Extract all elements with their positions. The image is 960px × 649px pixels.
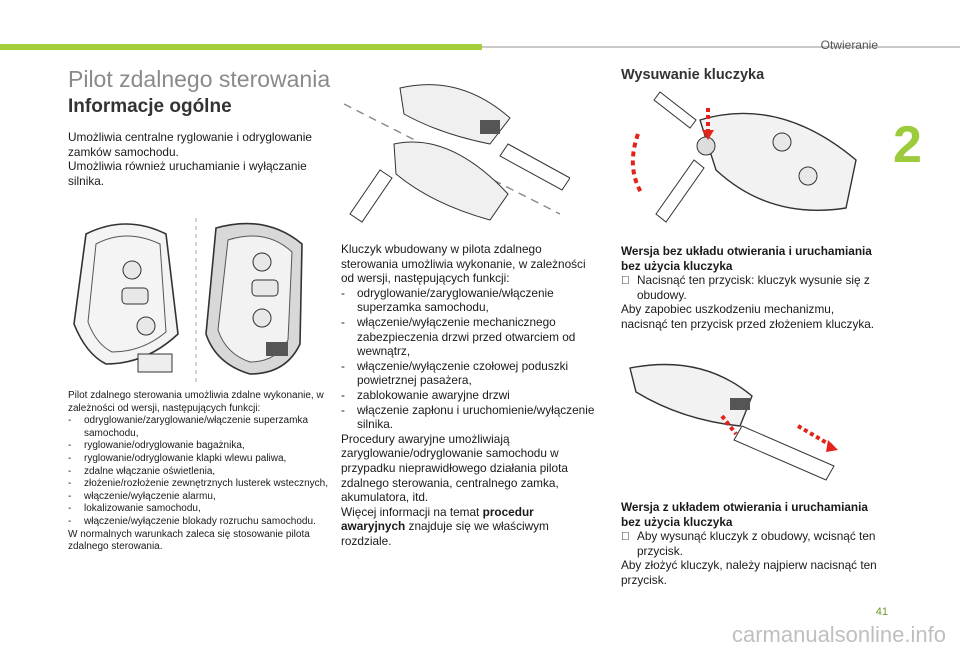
page-number: 41: [875, 606, 888, 618]
version-1-text: Wersja bez układu otwierania i uruchamia…: [621, 244, 879, 332]
version-2-heading: Wersja z układem otwierania i uruchamian…: [621, 500, 868, 529]
remote-body-icon: [629, 363, 753, 427]
key-extraction-illustration: [343, 84, 570, 223]
remote-bottom-icon: [349, 141, 509, 223]
key-release-v2-illustration: [629, 363, 838, 481]
list-item: zablokowanie awaryjne drzwi: [341, 388, 601, 403]
flip-key-remote-icon: [73, 223, 179, 373]
list-item: włączenie/wyłączenie mechanicznego zabez…: [341, 315, 601, 359]
key-blade-icon: [349, 169, 393, 223]
rotation-arrow-icon: [630, 133, 644, 196]
key-functions-intro: Kluczyk wbudowany w pilota zdalnego ster…: [341, 242, 586, 286]
section-name: Otwieranie: [820, 38, 878, 52]
section-title-key-release: Wysuwanie kluczyka: [621, 67, 765, 83]
list-item: Nacisnąć ten przycisk: kluczyk wysunie s…: [621, 273, 870, 302]
caption-intro: Pilot zdalnego sterowania umożliwia zdal…: [68, 390, 324, 414]
list-item: włączenie/wyłączenie blokady rozruchu sa…: [68, 516, 330, 529]
version-2-note: Aby złożyć kluczyk, należy najpierw naci…: [621, 558, 877, 587]
more-info-paragraph: Więcej informacji na temat procedur awar…: [341, 504, 549, 548]
version-1-note: Aby zapobiec uszkodzeniu mechanizmu, nac…: [621, 302, 875, 331]
key-functions-text: Kluczyk wbudowany w pilota zdalnego ster…: [341, 242, 601, 548]
header-divider: [482, 46, 960, 48]
key-functions-list: odryglowanie/zaryglowanie/włączenie supe…: [341, 286, 601, 432]
header-accent-bar: [0, 44, 482, 50]
pull-arrow-head-icon: [826, 440, 838, 452]
caption-outro: W normalnych warunkach zaleca się stosow…: [68, 528, 310, 553]
list-item: ryglowanie/odryglowanie bagażnika,: [68, 440, 330, 453]
key-blade-icon: [733, 425, 835, 481]
intro-text: Umożliwia centralne ryglowanie i odryglo…: [68, 130, 330, 188]
page-title: Pilot zdalnego sterowania: [68, 66, 331, 92]
remote-top-icon: [399, 84, 511, 145]
list-item: odryglowanie/zaryglowanie/włączenie supe…: [341, 286, 601, 315]
key-release-v1-illustration: [630, 91, 857, 223]
pull-arrow-icon: [796, 424, 834, 448]
remote-body-icon: [699, 112, 857, 211]
watermark: carmanualsonline.info: [731, 622, 946, 647]
intro-paragraph-1: Umożliwia centralne ryglowanie i odryglo…: [68, 130, 312, 159]
emergency-paragraph: Procedury awaryjne umożliwiają zaryglowa…: [341, 431, 568, 505]
dashed-guide: [343, 103, 561, 215]
release-button-icon: [696, 136, 716, 156]
section-subtitle: Informacje ogólne: [68, 96, 232, 117]
version-1-heading: Wersja bez układu otwierania i uruchamia…: [621, 244, 872, 273]
version-1-steps: Nacisnąć ten przycisk: kluczyk wysunie s…: [621, 273, 879, 302]
list-item: złożenie/rozłożenie zewnętrznych lustere…: [68, 478, 330, 491]
list-item: odryglowanie/zaryglowanie/włączenie supe…: [68, 415, 330, 440]
list-item: włączenie zapłonu i uruchomienie/wyłącze…: [341, 403, 601, 432]
loose-key-icon: [499, 143, 570, 191]
key-blade-open-icon: [653, 91, 697, 129]
list-item: zdalne włączanie oświetlenia,: [68, 466, 330, 479]
list-item: lokalizowanie samochodu,: [68, 503, 330, 516]
press-arrow-head-icon: [702, 130, 714, 140]
press-arrow-icon: [720, 414, 738, 436]
keyless-remote-icon: [205, 222, 303, 375]
list-item: Aby wysunąć kluczyk z obudowy, wcisnąć t…: [621, 529, 876, 558]
version-2-steps: Aby wysunąć kluczyk z obudowy, wcisnąć t…: [621, 529, 879, 558]
list-item: włączenie/wyłączenie czołowej poduszki p…: [341, 359, 601, 388]
key-blade-icon: [655, 159, 705, 223]
remote-keys-illustration: [73, 218, 303, 382]
list-item: ryglowanie/odryglowanie klapki wlewu pal…: [68, 453, 330, 466]
emergency-procedures-link[interactable]: procedur awaryjnych: [341, 504, 534, 534]
caption-function-list: odryglowanie/zaryglowanie/włączenie supe…: [68, 415, 330, 528]
remote-caption: Pilot zdalnego sterowania umożliwia zdal…: [68, 390, 330, 554]
version-2-text: Wersja z układem otwierania i uruchamian…: [621, 500, 879, 588]
list-item: włączenie/wyłączenie alarmu,: [68, 491, 330, 504]
chapter-number: 2: [893, 116, 922, 174]
intro-paragraph-2: Umożliwia również uruchamianie i wyłącza…: [68, 159, 307, 188]
